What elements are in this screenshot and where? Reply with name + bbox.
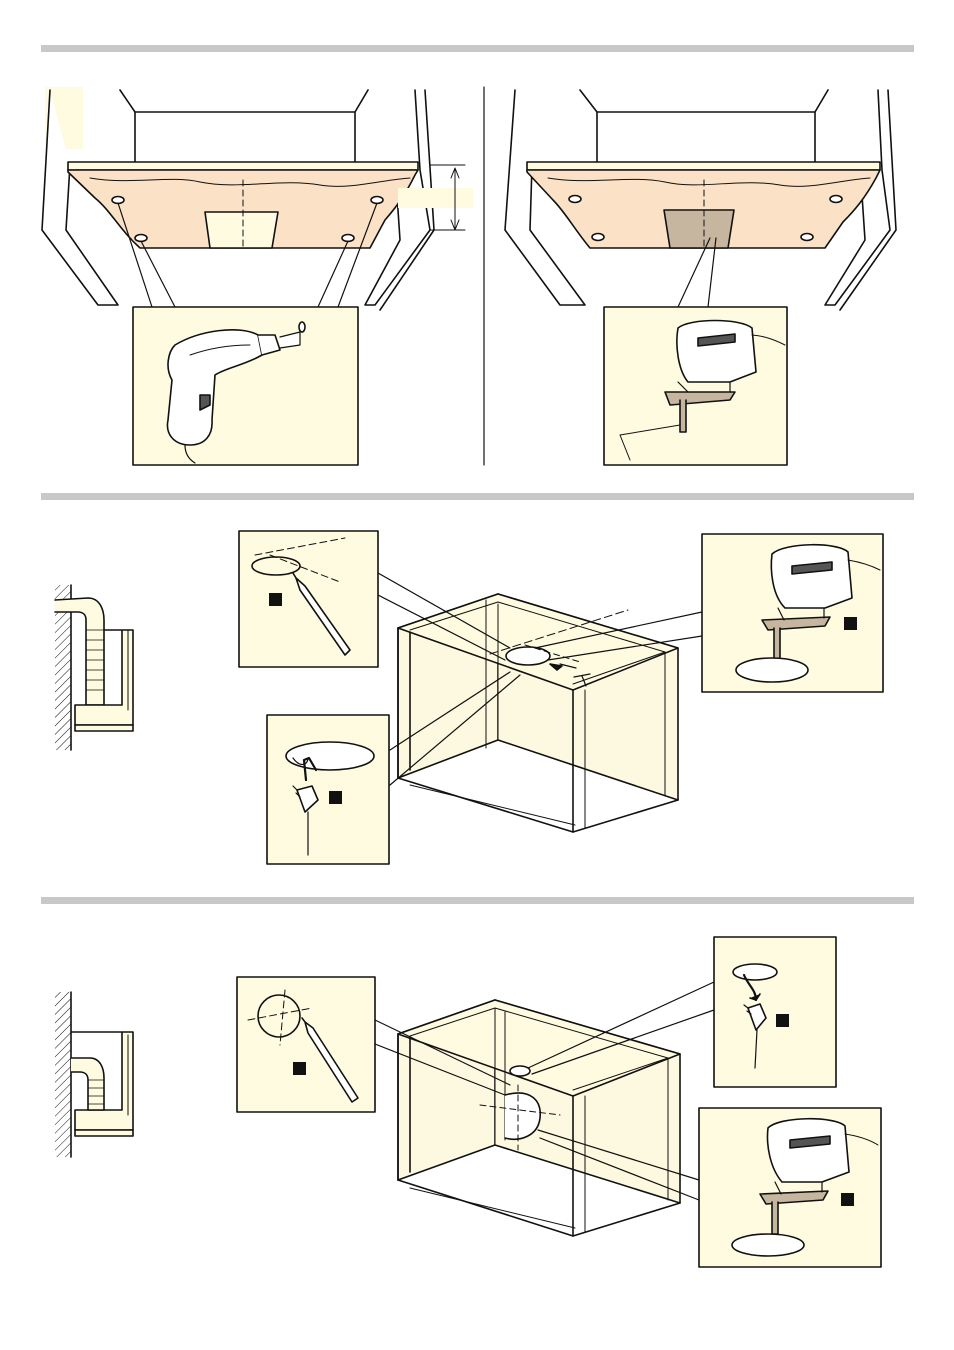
section-2-cabinet [398,594,678,832]
section-1-left-cabinet [42,87,473,310]
marker-square [293,1062,306,1075]
marker-square [776,1014,789,1027]
pencil-panel-section-2 [239,531,378,667]
section-2-side-view [55,585,133,750]
cable-panel-section-3 [714,937,836,1087]
section-3-cabinet [398,1000,680,1236]
section-1-right-cabinet [505,90,896,310]
marker-square [841,1193,854,1206]
drill-panel [133,307,358,465]
jigsaw-panel-section-2 [702,534,883,692]
pencil-panel-section-3 [237,977,375,1112]
marker-square [329,791,342,804]
marker-square [844,617,857,630]
jigsaw-panel-section-3 [699,1108,881,1267]
section-3-side-view [55,992,133,1157]
jigsaw-panel-1 [604,307,787,465]
marker-square [269,593,282,606]
cable-panel-section-2 [267,715,389,864]
